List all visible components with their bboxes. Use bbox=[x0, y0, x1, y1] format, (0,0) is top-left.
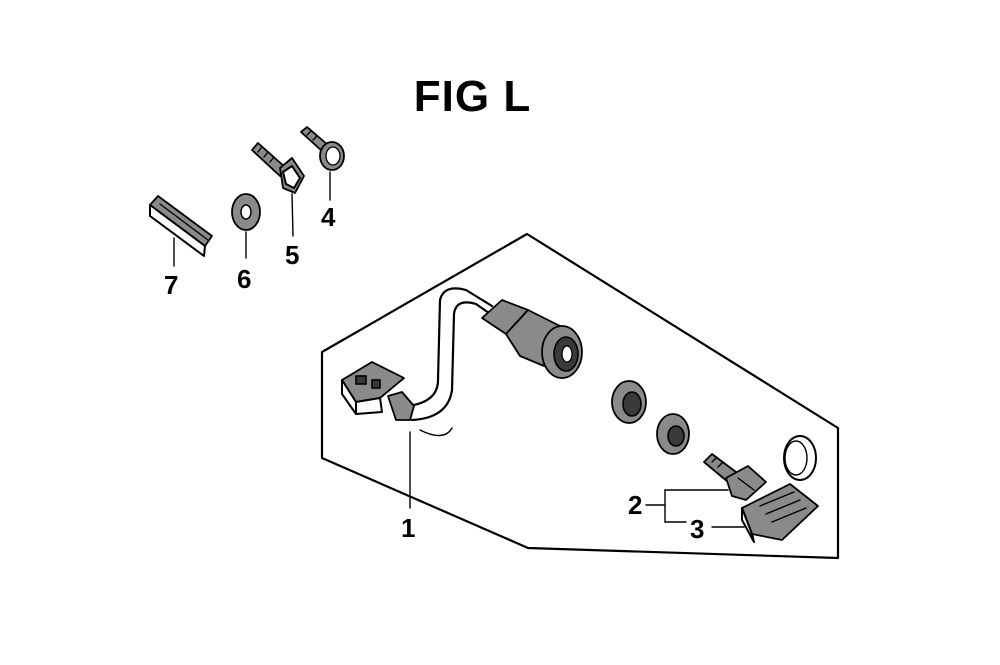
part-1-ignition-switch bbox=[341, 287, 583, 437]
callout-3: 3 bbox=[690, 514, 704, 544]
switch-cover bbox=[656, 413, 690, 455]
part-2-key bbox=[703, 453, 767, 501]
part-4-screw bbox=[300, 126, 345, 171]
assembly-outline bbox=[320, 232, 840, 560]
switch-seal bbox=[783, 435, 817, 481]
part-3-key-fob bbox=[741, 483, 819, 543]
callout-7: 7 bbox=[164, 270, 178, 300]
part-5-bolt bbox=[251, 142, 305, 194]
callout-5: 5 bbox=[285, 240, 299, 270]
callout-4: 4 bbox=[321, 202, 336, 232]
leader-2-3-bracket bbox=[645, 489, 745, 528]
switch-cap bbox=[611, 380, 647, 424]
callout-1: 1 bbox=[401, 513, 415, 543]
part-6-washer bbox=[231, 193, 261, 231]
callout-6: 6 bbox=[237, 264, 251, 294]
figure-title: FIG L bbox=[413, 72, 532, 121]
part-7-key-plate bbox=[149, 195, 213, 257]
callout-2: 2 bbox=[628, 490, 642, 520]
leader-5 bbox=[291, 193, 294, 237]
